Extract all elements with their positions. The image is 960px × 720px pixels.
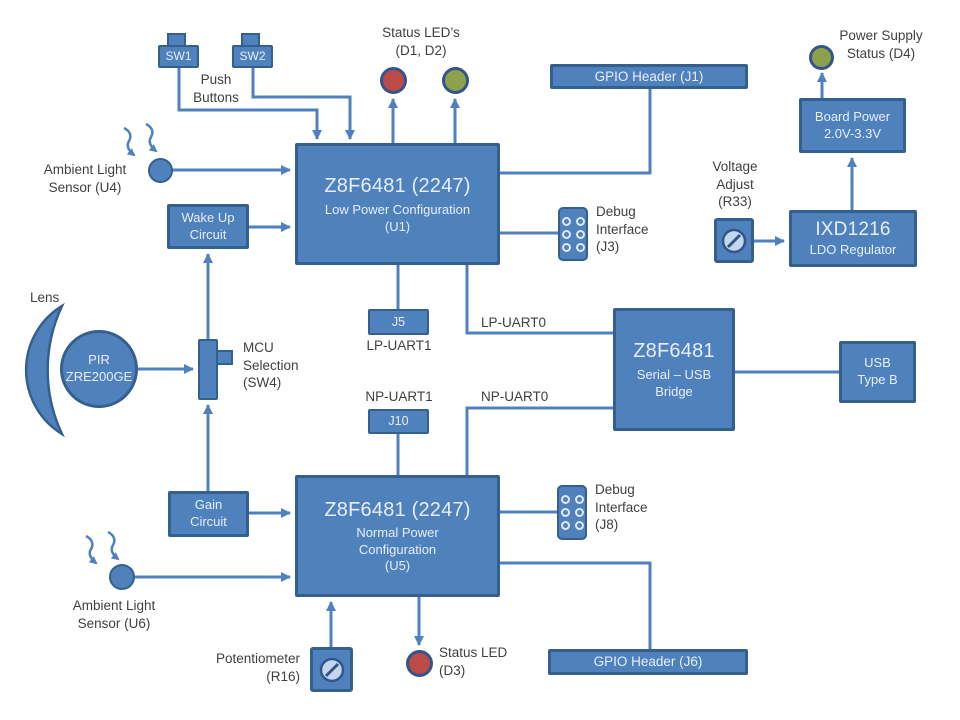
lens-label: Lens [30,290,60,305]
header-j5: J5 [368,309,429,335]
mcu-selection-switch [198,339,218,400]
potentiometer-r16-label: Potentiometer (R16) [215,651,300,684]
mcu-u1-block: Z8F6481 (2247) Low Power Configuration (… [295,143,500,265]
pir-sensor-block: PIR ZRE200GE [60,330,138,408]
light-sensor-u4-icon [148,158,173,183]
board-power-block: Board Power 2.0V-3.3V [799,98,906,153]
lens-shape [24,302,65,438]
led-d3-icon [406,650,433,677]
wire-j6-u5 [500,561,652,649]
debug-j3-label: Debug Interface (J3) [596,204,649,255]
led-d4-icon [809,45,834,70]
sw2-label: SW2 [239,48,266,63]
led-d2-icon [442,67,469,94]
power-supply-status-label: Power Supply Status (D4) [839,28,923,61]
ixd1216-block: IXD1216 LDO Regulator [789,210,917,267]
gain-circuit-block: Gain Circuit [168,491,249,537]
mcu-selection-label: MCU Selection (SW4) [243,340,299,391]
sw1-label: SW1 [165,48,192,63]
ambient-light-u4-label: Ambient Light Sensor (U4) [43,162,127,195]
wire-j1-u1 [500,88,652,175]
status-led-d3-label: Status LED (D3) [439,645,508,678]
push-buttons-label: Push Buttons [193,72,239,105]
wake-up-circuit-block: Wake Up Circuit [167,204,249,249]
mcu-u5-block: Z8F6481 (2247) Normal Power Configuratio… [295,475,500,597]
wire-lp-uart0 [465,265,613,335]
np-uart1-label: NP-UART1 [365,389,433,404]
lp-uart1-label: LP-UART1 [366,338,432,353]
light-sensor-u6-icon [109,564,135,590]
debug-j8-label: Debug Interface (J8) [595,482,648,533]
serial-usb-bridge-block: Z8F6481 Serial – USB Bridge [613,308,735,431]
gpio-header-j6: GPIO Header (J6) [548,649,748,675]
potentiometer-r16-icon [310,647,353,692]
light-rays-u4-icon [123,122,158,157]
wire-sw2-u1 [251,67,355,140]
push-button-sw2: SW2 [232,45,273,68]
potentiometer-r33-icon [714,218,754,263]
led-d1-icon [380,67,407,94]
wire-np-uart0 [465,406,613,475]
gpio-header-j1: GPIO Header (J1) [550,64,748,89]
debug-header-j8-icon [557,485,587,540]
np-uart0-label: NP-UART0 [481,389,549,404]
light-rays-u6-icon [85,530,120,565]
debug-header-j3-icon [558,207,588,261]
header-j10: J10 [368,409,429,434]
usb-type-b-block: USB Type B [839,341,916,403]
status-leds-label: Status LED’s (D1, D2) [382,25,460,58]
voltage-adjust-label: Voltage Adjust (R33) [712,159,758,210]
push-button-sw1: SW1 [158,45,199,68]
ambient-light-u6-label: Ambient Light Sensor (U6) [72,598,156,631]
wire-sw1-u1 [177,67,322,140]
lp-uart0-label: LP-UART0 [481,315,547,330]
